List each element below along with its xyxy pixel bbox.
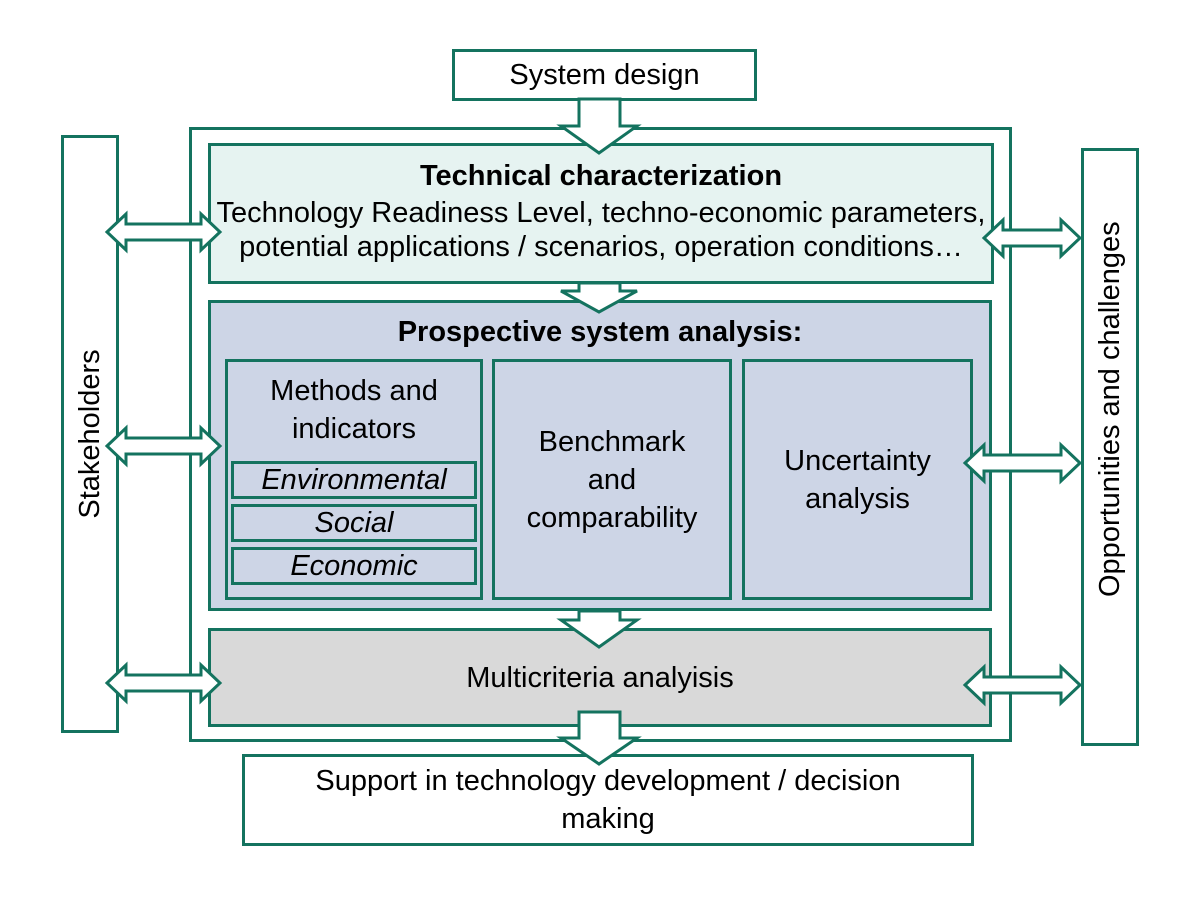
methods-line-2: indicators [291, 413, 417, 445]
benchmark-line-2: and [587, 463, 637, 496]
prospective-title: Prospective system analysis: [397, 316, 803, 348]
technical-characterization-box: Technical characterization Technology Re… [208, 143, 994, 284]
indicator-environmental: Environmental [231, 461, 477, 499]
down-arrow-icon [556, 97, 642, 155]
benchmark-line-1: Benchmark [538, 425, 686, 458]
support-line-1: Support in technology development / deci… [315, 765, 901, 797]
double-arrow-icon [962, 441, 1083, 485]
down-arrow-icon [556, 609, 642, 649]
indicator-environmental-label: Environmental [261, 464, 447, 496]
down-arrow-icon [560, 281, 638, 314]
double-arrow-icon [962, 663, 1083, 707]
indicator-economic: Economic [231, 547, 477, 585]
indicator-social: Social [231, 504, 477, 542]
support-line-2: making [561, 803, 655, 835]
uncertainty-box: Uncertainty analysis [742, 359, 973, 600]
double-arrow-icon [104, 424, 223, 468]
indicator-social-label: Social [314, 507, 394, 539]
benchmark-line-3: comparability [526, 501, 698, 534]
double-arrow-icon [981, 216, 1083, 260]
system-design-box: System design [452, 49, 757, 101]
methods-line-1: Methods and [270, 375, 438, 407]
opportunities-box [1081, 148, 1139, 746]
uncertainty-line-2: analysis [805, 482, 910, 515]
double-arrow-icon [104, 210, 223, 254]
system-design-label: System design [509, 59, 700, 91]
technical-line-2: potential applications / scenarios, oper… [239, 231, 963, 263]
multicriteria-label: Multicriteria analyisis [466, 661, 734, 694]
benchmark-box: Benchmark and comparability [492, 359, 732, 600]
technical-line-1: Technology Readiness Level, techno-econo… [216, 197, 986, 229]
down-arrow-icon [556, 710, 642, 766]
double-arrow-icon [104, 661, 223, 705]
support-box: Support in technology development / deci… [242, 754, 974, 846]
indicator-economic-label: Economic [290, 550, 418, 582]
technical-title: Technical characterization [419, 160, 783, 192]
uncertainty-line-1: Uncertainty [784, 444, 931, 477]
